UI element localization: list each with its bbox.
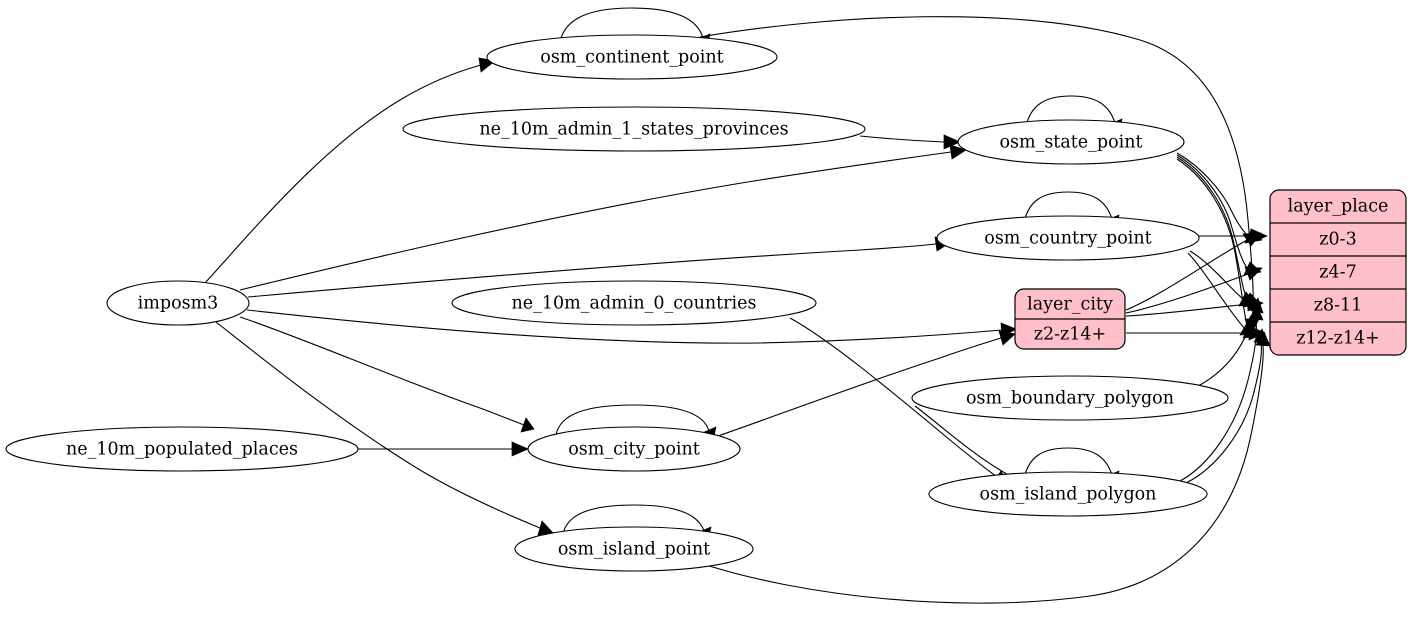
- node-osm_island_polygon[interactable]: osm_island_polygon: [928, 471, 1208, 517]
- node-label-osm_continent_point: osm_continent_point: [540, 48, 723, 68]
- record-row-layer_place-z12-z14[interactable]: z12-z14+: [1296, 329, 1380, 349]
- record-row-layer_place-header: layer_place: [1288, 197, 1389, 217]
- record-row-layer_place-z0-3[interactable]: z0-3: [1319, 230, 1356, 250]
- edge-ne_10m_admin_1_states_provinces-to-osm_state_point: [859, 134, 961, 150]
- node-ne_10m_admin_0_countries[interactable]: ne_10m_admin_0_countries: [451, 280, 817, 326]
- edge-layer_city-to-layer_place-z4-7: [1125, 266, 1263, 314]
- node-label-osm_city_point: osm_city_point: [568, 440, 700, 460]
- node-ne_10m_admin_1_states_provinces[interactable]: ne_10m_admin_1_states_provinces: [402, 106, 866, 152]
- node-label-ne_10m_populated_places: ne_10m_populated_places: [66, 440, 298, 460]
- node-osm_state_point[interactable]: osm_state_point: [957, 119, 1185, 165]
- edge-osm_continent_point-to-layer_place-z12: [699, 16, 1260, 334]
- node-label-ne_10m_admin_0_countries: ne_10m_admin_0_countries: [512, 294, 757, 314]
- edge-osm_island_point-to-layer_place-z12: [699, 331, 1271, 604]
- node-ne_10m_populated_places[interactable]: ne_10m_populated_places: [5, 426, 359, 472]
- node-osm_boundary_polygon[interactable]: osm_boundary_polygon: [911, 375, 1229, 421]
- edge-layer: [204, 7, 1271, 604]
- node-label-ne_10m_admin_1_states_provinces: ne_10m_admin_1_states_provinces: [479, 120, 788, 140]
- node-osm_continent_point[interactable]: osm_continent_point: [486, 34, 778, 80]
- node-imposm3[interactable]: imposm3: [106, 280, 250, 326]
- edge-ne_10m_populated_places-to-osm_city_point: [358, 441, 529, 457]
- record-row-layer_place-z4-7[interactable]: z4-7: [1319, 263, 1356, 283]
- record-node-layer_city[interactable]: layer_city z2-z14+: [1014, 288, 1126, 350]
- edge-imposm3-to-osm_city_point: [239, 316, 535, 433]
- node-label-osm_country_point: osm_country_point: [984, 229, 1151, 249]
- edge-layer_city-to-layer_place-z0-3: [1125, 232, 1262, 311]
- edge-osm_island_polygon-to-layer_place-z8-11: [1179, 305, 1264, 482]
- node-label-osm_state_point: osm_state_point: [999, 133, 1142, 153]
- node-label-imposm3: imposm3: [138, 294, 219, 314]
- node-label-osm_island_point: osm_island_point: [558, 540, 710, 560]
- edge-osm_country_point-to-layer_place-z8-11: [1189, 250, 1257, 307]
- node-osm_island_point[interactable]: osm_island_point: [514, 526, 754, 572]
- record-node-layer_place[interactable]: layer_place z0-3 z4-7 z8-11 z12-z14+: [1269, 189, 1407, 356]
- record-row-layer_place-z8-11[interactable]: z8-11: [1314, 296, 1363, 316]
- node-osm_city_point[interactable]: osm_city_point: [527, 426, 741, 472]
- edge-osm_state_point-to-layer_place-z12: [1176, 158, 1261, 339]
- edge-osm_city_point-to-layer_city: [717, 330, 1016, 437]
- node-label-osm_island_polygon: osm_island_polygon: [980, 485, 1157, 505]
- edge-imposm3-to-osm_state_point: [239, 144, 967, 291]
- edge-imposm3-to-osm_island_point: [215, 321, 554, 536]
- record-row-layer_city-z2-z14[interactable]: z2-z14+: [1034, 325, 1106, 345]
- node-osm_country_point[interactable]: osm_country_point: [936, 215, 1200, 261]
- node-layer: imposm3 ne_10m_populated_places ne_10m_a…: [5, 34, 1229, 572]
- record-row-layer_city-header: layer_city: [1027, 295, 1113, 315]
- record-node-layer: layer_place z0-3 z4-7 z8-11 z12-z14+ lay…: [1014, 189, 1407, 356]
- edge-imposm3-to-osm_continent_point: [204, 57, 496, 284]
- node-label-osm_boundary_polygon: osm_boundary_polygon: [966, 389, 1174, 409]
